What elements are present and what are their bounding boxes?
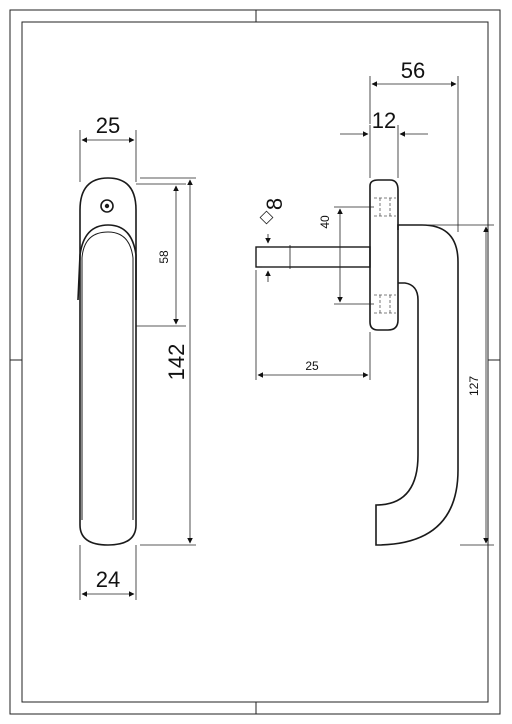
- rose-base: [369, 179, 399, 331]
- sheet-frame: [9, 9, 501, 715]
- dim-front-top-width: [79, 130, 137, 182]
- dim-handle-length: [422, 224, 494, 546]
- dim-front-upper-height: [136, 183, 186, 327]
- dim-front-bottom-width: [79, 545, 137, 600]
- dim-spindle-square: [259, 210, 290, 282]
- lock-cylinder-icon: [100, 199, 114, 213]
- dim-label-top-width: 25: [96, 113, 120, 138]
- dim-label-projection: 56: [401, 58, 425, 83]
- dim-front-total-height: [140, 177, 196, 546]
- dim-label-spindle-square: 8: [262, 198, 287, 210]
- dim-label-hole-spacing: 40: [318, 215, 332, 229]
- dim-label-bottom-width: 24: [96, 567, 120, 592]
- dim-label-upper-height: 58: [157, 250, 171, 264]
- dim-spindle-length: [255, 270, 371, 380]
- dim-label-rose-thickness: 12: [372, 108, 396, 133]
- dim-label-handle-length: 127: [467, 376, 481, 396]
- dim-hole-spacing: [334, 206, 374, 305]
- lever-side-profile: [375, 224, 459, 546]
- hidden-screw-holes: [374, 197, 396, 314]
- dim-label-spindle-length: 25: [305, 359, 319, 373]
- spindle: [255, 245, 371, 269]
- dim-rose-thickness: [340, 125, 428, 178]
- dim-label-total-height: 142: [164, 344, 189, 381]
- dim-projection: [369, 76, 459, 232]
- front-view-handle: [77, 177, 137, 546]
